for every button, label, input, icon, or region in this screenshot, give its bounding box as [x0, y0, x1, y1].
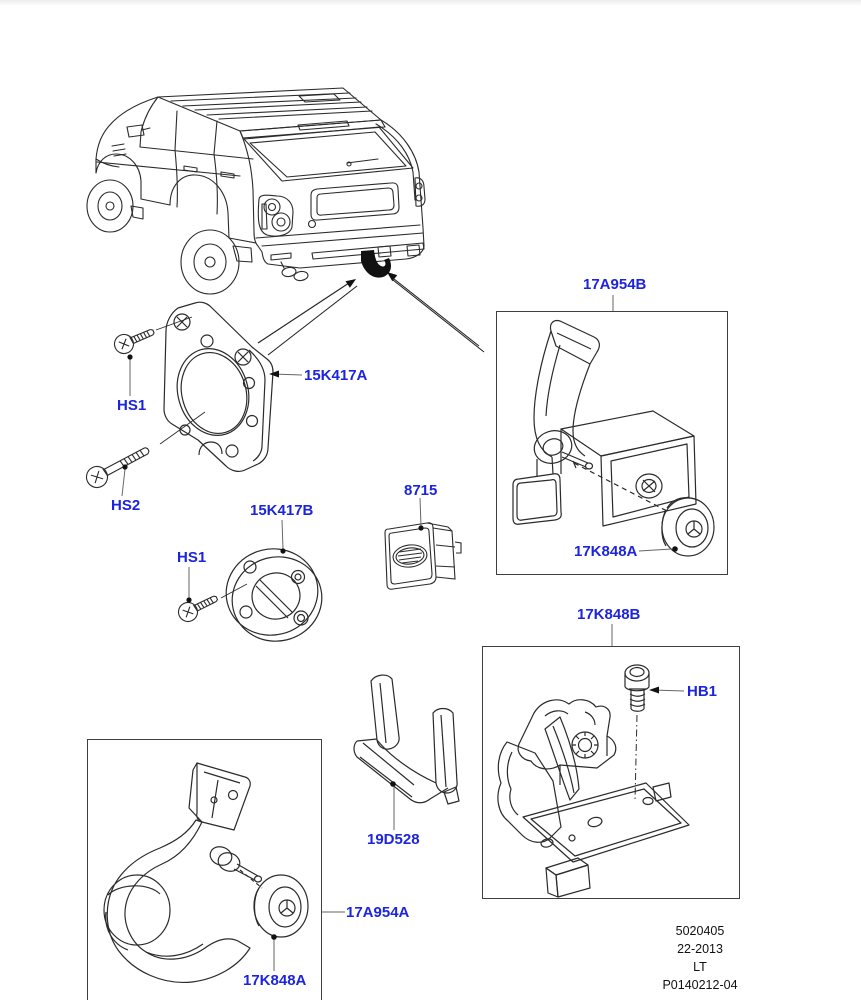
part-label-17k848a-lower[interactable]: 17K848A	[243, 972, 307, 989]
leader-dots	[122, 354, 678, 940]
vehicle-illustration	[86, 87, 426, 295]
part-label-19d528[interactable]: 19D528	[367, 831, 420, 848]
part-label-hs1-lower[interactable]: HS1	[177, 549, 207, 566]
part-cover-plug-drawing	[384, 522, 462, 590]
top-fade-divider	[0, 0, 861, 6]
detail-box-17a954a	[87, 739, 322, 1000]
part-label-hs1-upper[interactable]: HS1	[117, 397, 147, 414]
footer-sheet-number: 5020405	[675, 924, 725, 938]
hs2-bolt	[85, 447, 150, 489]
hs1-screw-upper	[113, 328, 155, 355]
part-label-15k417b[interactable]: 15K417B	[250, 502, 314, 519]
part-label-hb1[interactable]: HB1	[687, 683, 718, 700]
part-label-17a954b[interactable]: 17A954B	[583, 276, 647, 293]
towbar-assembly-drawing	[103, 762, 309, 984]
part-label-hs2[interactable]: HS2	[111, 497, 141, 514]
part-label-17k848b[interactable]: 17K848B	[577, 606, 641, 623]
footer-date: 22-2013	[677, 942, 723, 956]
detail-box-17k848b	[482, 646, 740, 899]
part-spacer-ring-drawing	[225, 548, 323, 642]
part-label-17k848a-upper[interactable]: 17K848A	[574, 543, 638, 560]
hs1-screw-lower	[177, 595, 219, 623]
part-label-15k417a[interactable]: 15K417A	[304, 367, 368, 384]
part-adapter-plate-drawing	[163, 301, 274, 472]
footer-plate-info: 5020405 22-2013 LT P0140212-04	[620, 922, 780, 994]
alignment-lines	[155, 316, 248, 599]
part-label-8715[interactable]: 8715	[404, 482, 438, 499]
mount-bracket-assembly-drawing	[497, 664, 690, 898]
support-bracket-drawing	[353, 674, 460, 805]
detail-box-17a954b	[496, 311, 728, 575]
part-label-17a954a[interactable]: 17A954A	[346, 904, 410, 921]
footer-market-code: LT	[693, 960, 707, 974]
pointer-arrows	[257, 272, 485, 356]
hitch-assembly-b-drawing	[512, 319, 715, 557]
footer-drawing-number: P0140212-04	[662, 978, 738, 992]
leader-lines	[121, 295, 685, 971]
